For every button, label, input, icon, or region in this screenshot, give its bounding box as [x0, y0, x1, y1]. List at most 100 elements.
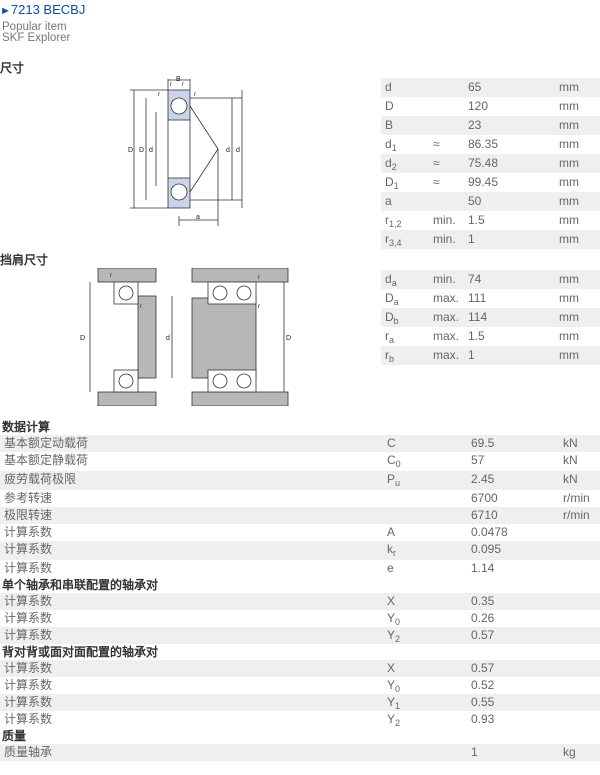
row-value: 1	[471, 745, 478, 759]
row-value: 6710	[471, 508, 498, 522]
row-symbol: da	[385, 272, 397, 288]
row-label: 质量轴承	[4, 745, 53, 759]
row-label: 基本额定静载荷	[4, 453, 89, 467]
diagram-label-d1: d	[226, 147, 230, 154]
row-symbol: Pu	[387, 472, 401, 488]
abutment-heading: 挡肩尺寸	[0, 253, 49, 267]
row-value: 1.14	[471, 561, 495, 575]
row-symbol: X	[387, 594, 396, 608]
row-unit: mm	[559, 118, 579, 132]
diagram-label-d2: d	[149, 147, 153, 154]
abutment-label-ra-right: r	[258, 304, 260, 310]
row-qualifier: min.	[433, 213, 456, 227]
row-value: 0.26	[471, 611, 495, 625]
diagram-label-d: d	[236, 147, 240, 154]
row-qualifier: max.	[433, 329, 460, 343]
abutment-dimension-diagram: r r r r D d D	[80, 268, 291, 406]
row-symbol: D	[385, 99, 394, 113]
row-value: 1	[468, 232, 475, 246]
row-symbol: d1	[385, 137, 397, 153]
abutment-label-Da: D	[80, 335, 85, 342]
row-qualifier: ≈	[433, 175, 440, 189]
row-symbol: Da	[385, 291, 399, 307]
row-symbol: kr	[387, 542, 396, 558]
abutment-label-Db: D	[286, 335, 291, 342]
row-value: 2.45	[471, 472, 495, 486]
diagram-label-r1: r	[158, 92, 160, 98]
row-label: 疲劳载荷极限	[4, 472, 77, 486]
row-value: 0.0478	[471, 525, 508, 539]
row-symbol: a	[385, 194, 392, 208]
row-value: 0.095	[471, 542, 502, 556]
row-label: 极限转速	[4, 508, 53, 522]
row-qualifier: max.	[433, 310, 460, 324]
row-unit: mm	[559, 329, 579, 343]
abutment-label-ra-inner: r	[140, 304, 142, 310]
row-value: 57	[471, 453, 485, 467]
row-symbol: rb	[385, 348, 395, 364]
row-value: 114	[468, 310, 488, 324]
row-symbol: C	[387, 436, 396, 450]
calculation-heading: 数据计算	[2, 420, 51, 434]
row-label: 计算系数	[4, 695, 53, 709]
diagram-label-a: a	[196, 214, 200, 221]
row-label: 计算系数	[4, 661, 53, 675]
row-label: 计算系数	[4, 611, 53, 625]
row-symbol: e	[387, 561, 394, 575]
row-label: 基本额定动载荷	[4, 436, 89, 450]
row-label: 计算系数	[4, 712, 53, 726]
row-value: 69.5	[471, 436, 495, 450]
row-value: 1	[468, 348, 475, 362]
row-symbol: Y1	[387, 695, 401, 711]
row-value: 1.5	[468, 329, 485, 343]
row-label: 计算系数	[4, 594, 53, 608]
single-bearing-heading: 单个轴承和串联配置的轴承对	[2, 578, 159, 592]
row-value: 0.55	[471, 695, 495, 709]
product-title[interactable]: ►7213 BECBJ	[0, 2, 85, 17]
skf-explorer-label: SKF Explorer	[2, 32, 71, 44]
row-value: 120	[468, 99, 489, 113]
row-value: 0.52	[471, 678, 495, 692]
diagram-label-D1: D	[139, 147, 144, 154]
row-unit: mm	[559, 213, 579, 227]
row-value: 99.45	[468, 175, 499, 189]
row-symbol: d2	[385, 156, 397, 172]
row-value: 86.35	[468, 137, 499, 151]
row-symbol: r3,4	[385, 232, 402, 248]
row-unit: mm	[559, 348, 579, 362]
bearing-dimension-diagram: B r r r r D D d d d a	[128, 76, 243, 226]
table-row: 计算系数 Y1 0.55	[0, 694, 600, 711]
diagram-label-r2: r	[170, 82, 172, 88]
row-unit: mm	[559, 194, 579, 208]
row-value: 23	[468, 118, 482, 132]
row-symbol: Y2	[387, 628, 401, 644]
diagram-label-D: D	[128, 147, 133, 154]
row-unit: mm	[559, 156, 579, 170]
row-value: 1.5	[468, 213, 485, 227]
paired-bearing-heading: 背对背或面对面配置的轴承对	[2, 645, 159, 659]
row-value: 0.35	[471, 594, 495, 608]
row-unit: mm	[559, 232, 579, 246]
row-symbol: D1	[385, 175, 399, 191]
popular-item-label: Popular item	[2, 21, 67, 33]
